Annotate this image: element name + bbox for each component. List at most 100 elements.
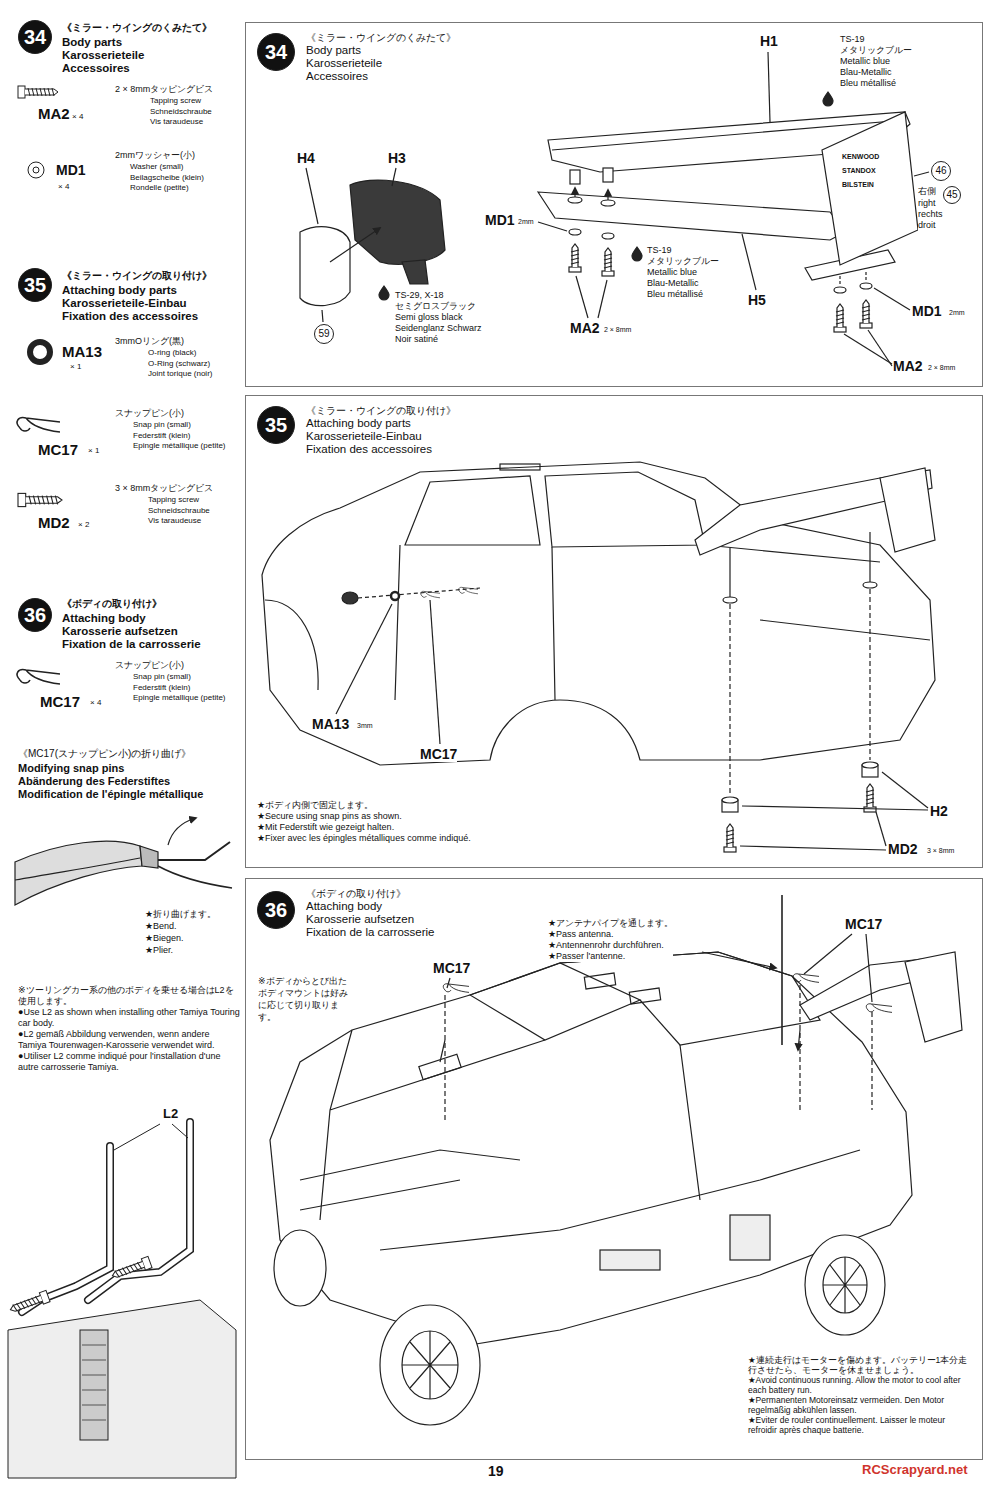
paint-note: Seidenglanz Schwarz <box>395 323 482 334</box>
label-text: Schneidschraube <box>148 506 210 517</box>
label-text: Epingle métallique (petite) <box>133 693 226 704</box>
illustration-part <box>402 1331 458 1399</box>
note: ★Permanenten Motoreinsatz vermeiden. Den… <box>748 1395 976 1415</box>
illustration-part <box>742 806 928 810</box>
part-code: MD1 <box>485 212 515 228</box>
label-text: Vis taraudeuse <box>150 117 212 128</box>
label-group: × 4 <box>72 112 83 122</box>
illustration-part <box>82 1345 106 1420</box>
paint-note: Metallic blue <box>840 56 912 67</box>
label-group: × 4 <box>58 182 69 192</box>
label-group: MA13 <box>312 716 349 732</box>
label-group: MC17 <box>433 960 470 976</box>
part-code: MA13 <box>312 716 349 732</box>
illustration-part <box>306 168 318 224</box>
label-text: Attaching body <box>62 612 201 625</box>
label-group: 2 × 8mm <box>928 363 955 372</box>
illustration-part <box>300 1150 520 1210</box>
label-group: TS-29, X-18セミグロスブラックSemi gloss blackSeid… <box>395 290 482 345</box>
note: ★アンテナパイプを通します。 <box>548 918 673 929</box>
illustration-part <box>602 233 614 239</box>
label-text: right <box>918 198 943 209</box>
illustration-part <box>768 52 770 122</box>
paint-note: TS-29, X-18 <box>395 290 482 301</box>
part-code: MD2 <box>38 515 70 531</box>
illustration-part <box>443 984 469 993</box>
label-group: ★ボディ内側で固定します。★Secure using snap pins as … <box>257 800 471 844</box>
label-group: ※ボディからとび出たボディマウントは好みに応じて切り取ります。 <box>258 975 350 1023</box>
pliers-illustration <box>15 818 232 905</box>
note: ★Eviter de rouler continuellement. Laiss… <box>748 1415 976 1435</box>
illustration-part <box>804 934 852 974</box>
label-text: Schneidschraube <box>150 107 212 118</box>
label-group: Snap pin (small)Federstift (klein)Epingl… <box>133 672 226 704</box>
illustration-part <box>379 286 389 300</box>
illustration-part <box>839 276 840 284</box>
mirror-and-wing <box>300 52 929 366</box>
label-text: スナップピン(小) <box>115 408 184 419</box>
step-number: 34 <box>18 20 52 54</box>
dimension: 3mm <box>357 721 373 730</box>
label-group: TS-19メタリックブルーMetallic blueBlau-MetallicB… <box>647 245 719 300</box>
label-group: 3 × 8mmタッピングビス <box>115 483 213 494</box>
heading-text: Karosserie aufsetzen <box>306 913 434 926</box>
illustration-part <box>158 842 230 860</box>
label-group: MA13 <box>62 344 102 360</box>
label-text: Modifying snap pins <box>18 762 124 775</box>
illustration-part <box>380 1150 860 1250</box>
paint-note: Metallic blue <box>647 267 719 278</box>
label-group: 《ボディの取り付け》 <box>62 598 162 610</box>
label-group: H1 <box>760 33 778 49</box>
illustration-part <box>863 582 877 588</box>
illustration-part <box>262 462 935 765</box>
step-number: 36 <box>257 891 295 929</box>
note: ★Passer l'antenne. <box>548 951 673 962</box>
part-code: MC17 <box>420 746 457 762</box>
part-code: MA2 <box>38 106 70 122</box>
paint-note: TS-19 <box>840 34 912 45</box>
label-group: TS-19メタリックブルーMetallic blueBlau-MetallicB… <box>840 34 912 89</box>
part-code: H1 <box>760 33 778 49</box>
illustration-part <box>730 532 870 600</box>
heading-text: Fixation de la carrosserie <box>306 926 434 939</box>
quantity: × 4 <box>90 698 101 708</box>
circle-outline <box>315 325 334 344</box>
paint-note: セミグロスブラック <box>395 301 482 312</box>
circle-outline <box>258 892 295 929</box>
paint-note: TS-19 <box>647 245 719 256</box>
label-group: 2mmワッシャー(小) <box>115 150 195 161</box>
part-code: MC17 <box>38 442 78 458</box>
circle-label: 36 <box>18 598 52 632</box>
label-group: ★折り曲げます。★Bend.★Biegen.★Plier. <box>145 908 216 956</box>
label-group: × 4 <box>90 698 101 708</box>
circle-label: 35 <box>257 406 295 444</box>
illustration-part <box>18 86 58 98</box>
note: ★Antennenrohr durchführen. <box>548 940 673 951</box>
quantity: × 1 <box>88 446 99 456</box>
decal-text: BILSTEIN <box>842 178 879 192</box>
illustration-part <box>538 192 845 240</box>
circle-label: 35 <box>18 268 52 302</box>
illustration-part <box>834 287 846 293</box>
heading-text: Karosserieteile-Einbau <box>306 430 456 443</box>
paint-note: メタリックブルー <box>840 45 912 56</box>
step-number: 35 <box>257 406 295 444</box>
car-rear-view <box>262 462 935 852</box>
illustration-part <box>274 1230 326 1306</box>
illustration-part <box>22 1146 110 1312</box>
illustration-part <box>702 952 776 968</box>
note: ★Mit Federstift wie gezeigt halten. <box>257 822 471 833</box>
step-number: 36 <box>18 598 52 632</box>
quantity: × 1 <box>70 362 81 372</box>
circle-label: 34 <box>18 20 52 54</box>
note: ★Fixer avec les épingles métalliques com… <box>257 833 471 844</box>
heading-japanese: 《ボディの取り付け》 <box>306 887 434 900</box>
illustration-part <box>336 604 392 714</box>
illustration-part <box>350 180 445 264</box>
note: ★連続走行はモーターを傷めます。バッテリー1本分走行させたら、モーターを休ませま… <box>748 1355 976 1375</box>
callout-number: 46 <box>931 161 951 181</box>
label-text: Washer (small) <box>130 162 204 173</box>
label-group: MA2 <box>893 358 923 374</box>
illustration-part <box>28 162 44 178</box>
step-panel: 《ミラー・ウイングの取り付け》Attaching body partsKaros… <box>245 395 983 868</box>
